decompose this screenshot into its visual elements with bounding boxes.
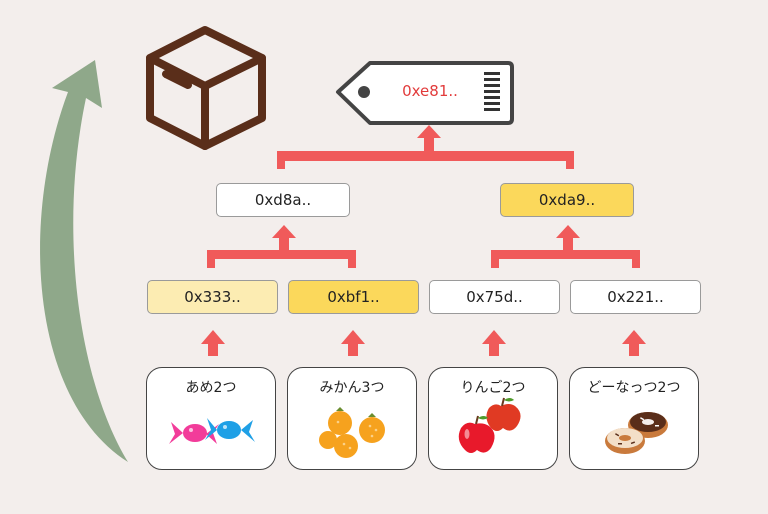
leaf-arrows bbox=[201, 330, 646, 356]
package-box-icon bbox=[146, 26, 266, 150]
mandarin-orange-icon bbox=[319, 407, 385, 458]
curved-arrow bbox=[40, 60, 128, 462]
donut-icon bbox=[605, 412, 668, 454]
root-hash-label: 0xe81.. bbox=[402, 82, 458, 100]
hash-node-l0-1: 0x333.. bbox=[147, 280, 278, 314]
leaf-item-donut: どーなっつ2つ bbox=[569, 367, 699, 470]
hash-node-l1-right: 0xda9.. bbox=[500, 183, 634, 217]
leaf-item-apple: りんご2つ bbox=[428, 367, 558, 470]
leaf-item-label: みかん3つ bbox=[319, 380, 385, 396]
candy-icon bbox=[169, 418, 255, 444]
leaf-item-label: どーなっつ2つ bbox=[587, 380, 681, 396]
hash-node-l0-4: 0x221.. bbox=[570, 280, 701, 314]
root-tag-icon bbox=[336, 61, 514, 125]
leaf-item-candy: あめ2つ bbox=[146, 367, 276, 470]
leaf-item-label: あめ2つ bbox=[185, 380, 237, 396]
right-branch-connector bbox=[491, 225, 640, 268]
leaf-item-label: りんご2つ bbox=[460, 380, 526, 396]
hash-node-l0-3: 0x75d.. bbox=[429, 280, 560, 314]
left-branch-connector bbox=[207, 225, 356, 268]
apple-icon bbox=[458, 397, 521, 453]
leaf-item-mandarin: みかん3つ bbox=[287, 367, 417, 470]
hash-node-l0-2: 0xbf1.. bbox=[288, 280, 419, 314]
root-connector bbox=[277, 125, 574, 169]
hash-node-l1-left: 0xd8a.. bbox=[216, 183, 350, 217]
